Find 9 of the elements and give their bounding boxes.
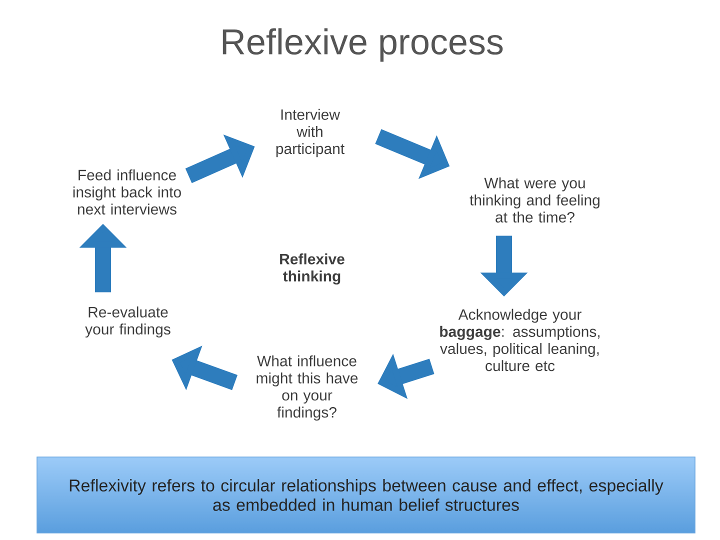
step-text: Feed influence insight back into next interviews [73, 169, 181, 215]
step-text: What were you thinking and feeling at the time? [470, 177, 600, 223]
step-text: Acknowledge your baggage: assumptions, values, political leaning, culture etc [440, 308, 600, 372]
definition-box: Reflexivity refers to circular relationships between cause and effect, especially as embedded in human belief structures [36, 456, 696, 534]
title: Reflexive process [222, 28, 503, 62]
center-label: Reflexive thinking [280, 253, 344, 285]
step-text: What influence might this have on your findings? [256, 355, 358, 421]
step-text: Re-evaluate your findings [85, 306, 170, 338]
step-text: Interview with participant [276, 108, 344, 158]
